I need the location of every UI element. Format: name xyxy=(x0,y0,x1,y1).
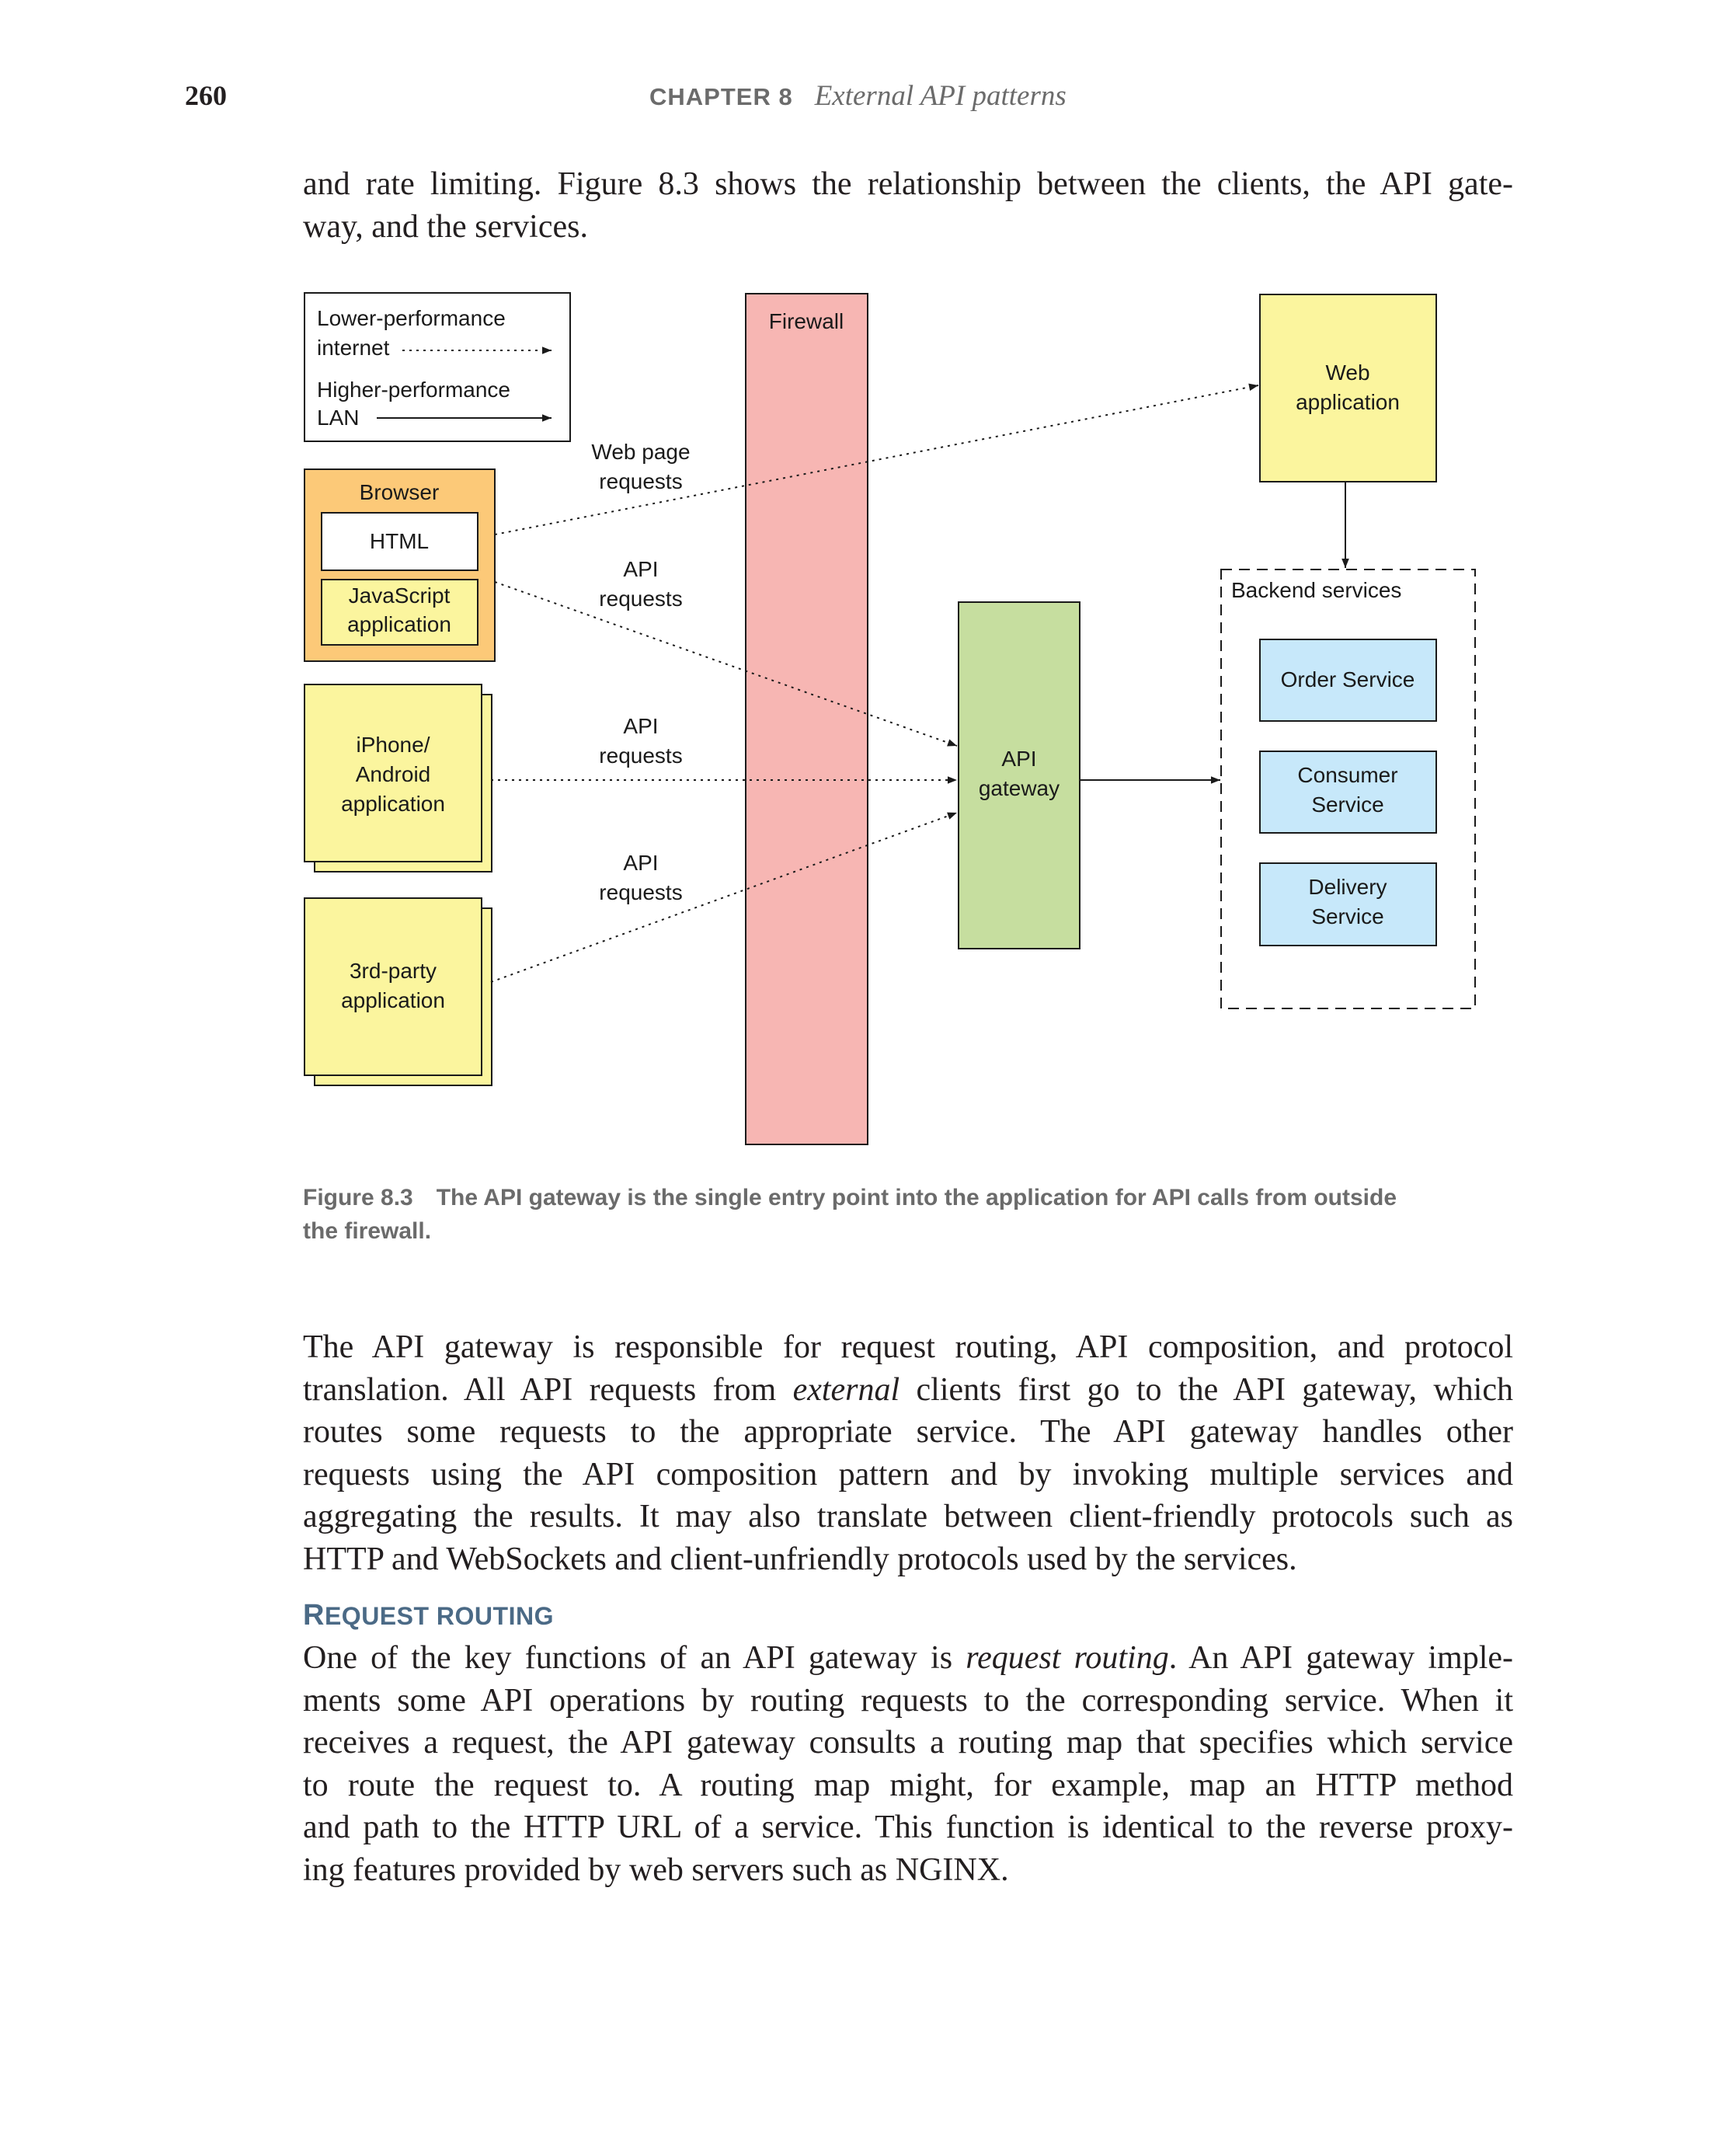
html-box xyxy=(321,512,478,571)
emphasis-external: external xyxy=(792,1371,900,1408)
body-line: routes some requests to the appropriate … xyxy=(303,1414,1513,1450)
api-gateway-line2: gateway xyxy=(979,776,1060,800)
body-line: The API gateway is responsible for reque… xyxy=(303,1329,1513,1365)
backend-services-group: Backend services Order Service Consumer … xyxy=(1220,569,1476,1009)
javascript-app-box xyxy=(321,579,478,646)
consumer-service-line1: Consumer xyxy=(1297,763,1397,787)
body-line: translation. All API requests from exter… xyxy=(303,1369,1513,1412)
running-head: CHAPTER 8 External API patterns xyxy=(649,79,1067,113)
browser-box: Browser HTML JavaScript application xyxy=(304,468,496,662)
mobile-line1: iPhone/ xyxy=(357,733,430,757)
third-party-api-request-arrow xyxy=(490,812,958,983)
api-requests-2-line1: API xyxy=(623,714,658,738)
delivery-service-line1: Delivery xyxy=(1308,875,1387,899)
chapter-label: CHAPTER 8 xyxy=(649,83,793,110)
routing-line: and path to the HTTP URL of a service. T… xyxy=(303,1809,1513,1845)
delivery-service-line2: Service xyxy=(1311,904,1383,928)
api-requests-3-line2: requests xyxy=(599,880,682,904)
routing-line: ments some API operations by routing req… xyxy=(303,1682,1513,1719)
api-gateway-box: API gateway xyxy=(958,601,1080,949)
js-app-line2: application xyxy=(347,612,451,636)
third-party-line2: application xyxy=(341,988,445,1012)
firewall: Firewall xyxy=(745,293,868,1145)
api-requests-3-line1: API xyxy=(623,851,658,875)
order-service-box xyxy=(1259,639,1437,722)
routing-paragraph: One of the key functions of an API gatew… xyxy=(303,1637,1513,1891)
routing-line-part: . An API gateway imple- xyxy=(1168,1640,1513,1676)
page-number: 260 xyxy=(185,80,227,111)
intro-line: and rate limiting. Figure 8.3 shows the … xyxy=(303,166,1513,202)
intro-paragraph: and rate limiting. Figure 8.3 shows the … xyxy=(303,163,1513,248)
routing-line: to route the request to. A routing map m… xyxy=(303,1767,1513,1803)
architecture-diagram: Lower-performance internet Higher-perfor… xyxy=(304,292,1476,1145)
legend-lower-line2: internet xyxy=(317,336,390,360)
body-line-part: translation. All API requests from xyxy=(303,1371,793,1408)
third-party-line1: 3rd-party xyxy=(350,959,437,983)
third-party-app-box: 3rd-party application xyxy=(304,897,492,1086)
body-line-part: clients first go to the API gateway, whi… xyxy=(900,1371,1513,1408)
web-page-requests-line1: Web page xyxy=(591,440,690,464)
body-line: aggregating the results. It may also tra… xyxy=(303,1499,1513,1534)
firewall-label: Firewall xyxy=(769,309,844,333)
api-requests-2-line2: requests xyxy=(599,744,682,768)
legend-lower-line1: Lower-performance xyxy=(317,306,506,330)
routing-line: One of the key functions of an API gatew… xyxy=(303,1637,1513,1680)
browser-label: Browser xyxy=(360,480,440,504)
intro-line: way, and the services. xyxy=(303,208,588,245)
figure-label: Figure 8.3 xyxy=(303,1185,413,1210)
section-heading-initial: R xyxy=(303,1599,325,1632)
web-app-line2: application xyxy=(1296,390,1400,414)
body-line: requests using the API composition patte… xyxy=(303,1456,1513,1492)
body-line: HTTP and WebSockets and client-unfriendl… xyxy=(303,1541,1297,1577)
consumer-service-line2: Service xyxy=(1311,792,1383,817)
routing-line: receives a request, the API gateway cons… xyxy=(303,1725,1513,1761)
api-requests-1-line2: requests xyxy=(599,587,682,611)
web-application-box: Web application xyxy=(1259,294,1437,482)
body-paragraph: The API gateway is responsible for reque… xyxy=(303,1326,1513,1580)
figure-8-3: Lower-performance internet Higher-perfor… xyxy=(304,292,1476,1145)
consumer-service-box xyxy=(1259,751,1437,834)
order-service-label: Order Service xyxy=(1281,667,1415,691)
api-gateway-line1: API xyxy=(1001,747,1036,771)
caption-text-2: the firewall. xyxy=(303,1218,432,1244)
section-heading: REQUEST ROUTING xyxy=(303,1599,554,1632)
html-label: HTML xyxy=(370,529,429,553)
chapter-title: External API patterns xyxy=(814,80,1067,112)
legend-higher-line2: LAN xyxy=(317,406,359,430)
js-app-line1: JavaScript xyxy=(349,583,451,608)
legend-higher-line1: Higher-performance xyxy=(317,378,510,402)
web-app-line1: Web xyxy=(1325,360,1369,385)
routing-line: ing features provided by web servers suc… xyxy=(303,1851,1009,1888)
backend-services-label: Backend services xyxy=(1231,578,1401,602)
mobile-app-box: iPhone/ Android application xyxy=(304,684,492,873)
section-heading-rest: EQUEST ROUTING xyxy=(324,1602,554,1630)
legend: Lower-performance internet Higher-perfor… xyxy=(304,292,571,442)
figure-caption: Figure 8.3 The API gateway is the single … xyxy=(303,1181,1515,1248)
api-requests-1-line1: API xyxy=(623,557,658,581)
routing-line-part: One of the key functions of an API gatew… xyxy=(303,1640,966,1676)
caption-text: The API gateway is the single entry poin… xyxy=(436,1185,1397,1210)
emphasis-request-routing: request routing xyxy=(966,1640,1169,1676)
delivery-service-box xyxy=(1259,862,1437,946)
browser-api-request-arrow xyxy=(494,581,958,747)
web-page-requests-line2: requests xyxy=(599,469,682,493)
mobile-line3: application xyxy=(341,792,445,816)
mobile-line2: Android xyxy=(356,762,431,786)
